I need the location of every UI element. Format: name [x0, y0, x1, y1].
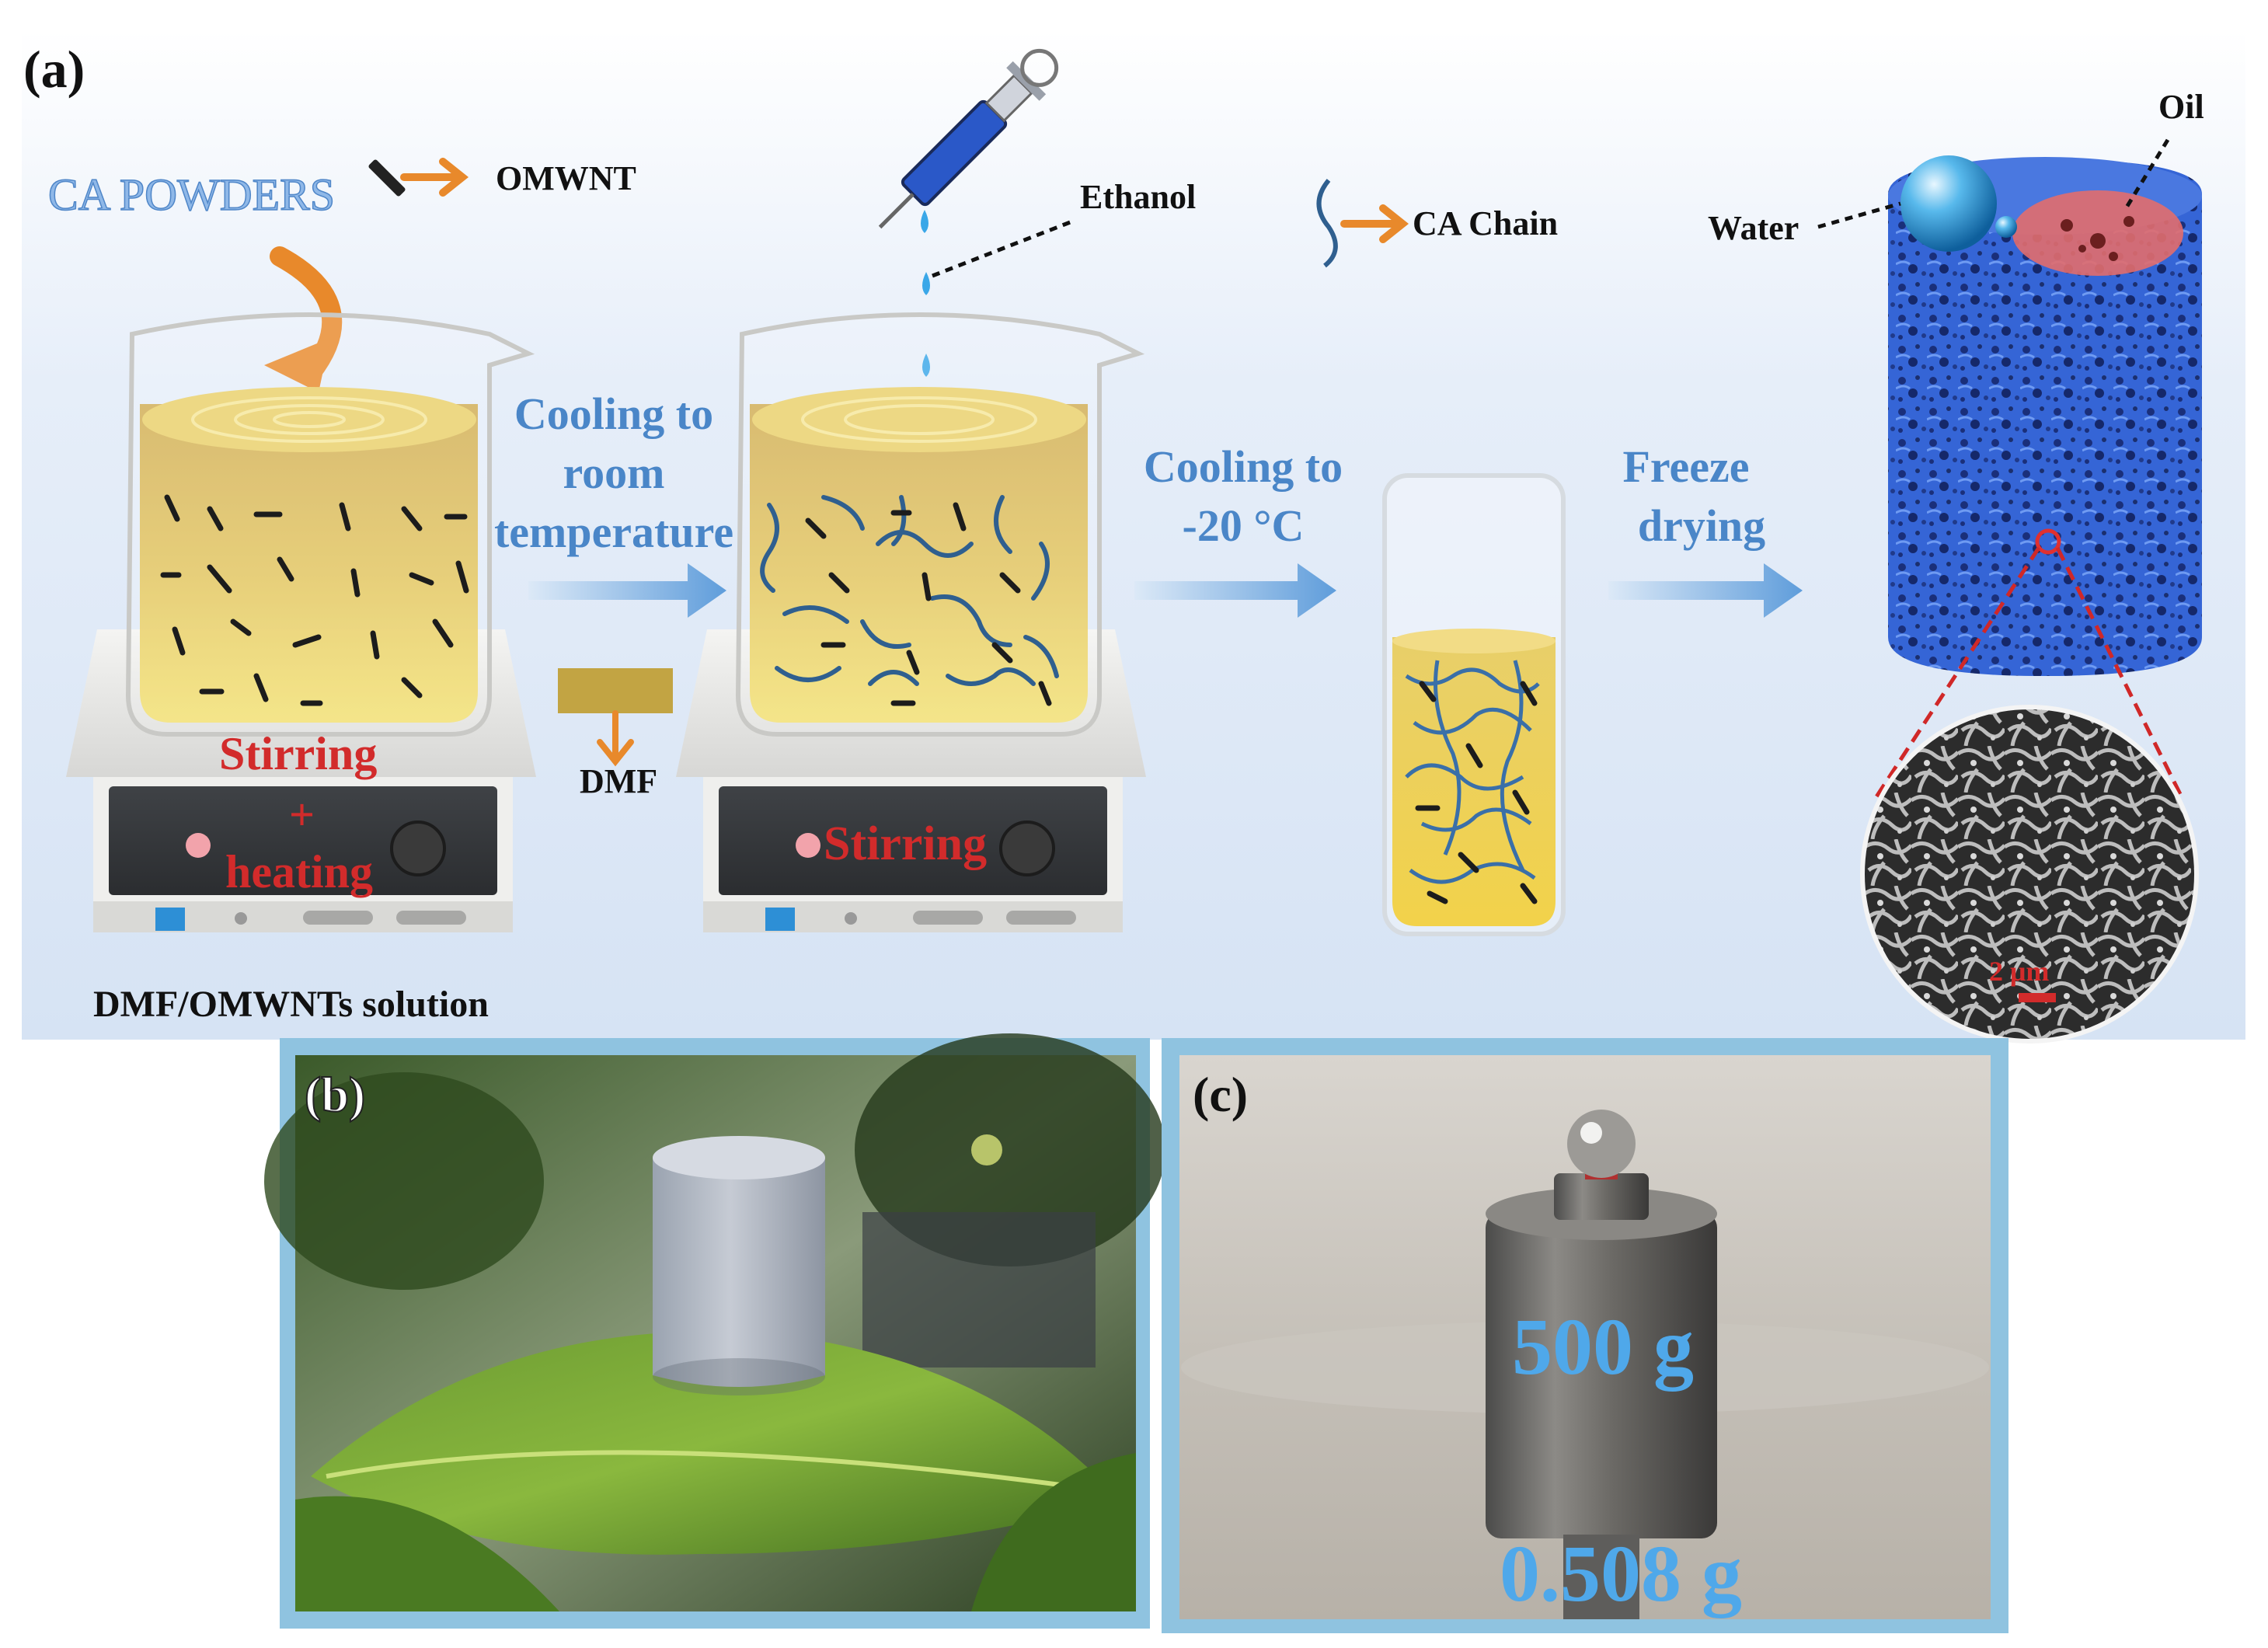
step1-arrow — [528, 563, 726, 618]
power-button-2[interactable] — [765, 908, 795, 931]
scale-bar — [2019, 993, 2056, 1002]
syringe-icon — [878, 48, 1059, 229]
ca-chain-icon — [1316, 179, 1338, 268]
weight-label: 500 g — [1512, 1302, 1694, 1392]
plus-label: + — [289, 789, 315, 840]
dmf-label: DMF — [580, 762, 657, 800]
zoom-line-right — [2055, 546, 2186, 802]
weight-500g — [1486, 1110, 1717, 1538]
dmf-arrow — [597, 710, 634, 767]
step1-line3: temperature — [494, 507, 733, 557]
aerogel-sample — [653, 1136, 825, 1395]
panel-c: 500 g 0.508 g (c) — [1162, 1038, 2008, 1633]
network-in-tube — [1405, 660, 1540, 884]
step3-arrow — [1608, 563, 1803, 618]
aerogel-support — [1563, 1535, 1639, 1619]
beaker-1 — [125, 312, 535, 737]
scale-bar-label: 2 μm — [1989, 956, 2049, 987]
aerogel-cylinder — [1888, 155, 2202, 676]
stirrer-knob[interactable] — [390, 821, 446, 876]
ethanol-drop-3 — [922, 354, 930, 377]
beaker-2 — [735, 312, 1145, 737]
solution-label: DMF/OMWNTs solution — [93, 984, 489, 1025]
heating-label: heating — [225, 846, 373, 897]
step1-line1: Cooling to — [514, 388, 713, 439]
water-label: Water — [1708, 209, 1799, 247]
zoom-line-left — [1872, 546, 2041, 802]
beaker-1-liquid — [140, 404, 478, 723]
arrow-right-icon — [400, 158, 469, 197]
panel-b-label: (b) — [305, 1067, 365, 1122]
slot-1 — [303, 911, 373, 925]
stirring-label: Stirring — [219, 728, 377, 779]
omwnt-icon — [368, 159, 406, 197]
ca-chains-2 — [760, 495, 1059, 686]
dmf-block — [558, 668, 673, 713]
ethanol-drop-2 — [922, 272, 930, 295]
sample-mass-label: 0.508 g — [1500, 1529, 1742, 1618]
leaf-bottom — [295, 1496, 559, 1611]
step1-line2: room — [563, 448, 664, 498]
ethanol-leader — [932, 219, 1073, 278]
water-droplet — [1900, 155, 1997, 252]
power-button[interactable] — [155, 908, 185, 931]
indicator-light-2 — [796, 833, 820, 858]
slot-2 — [396, 911, 466, 925]
step2-line2: -20 °C — [1183, 500, 1305, 551]
oil-label: Oil — [2158, 88, 2204, 126]
beaker-1-glass — [125, 312, 535, 737]
curved-arrow-head — [264, 338, 330, 392]
indicator-light — [186, 833, 211, 858]
sem-image — [1860, 705, 2199, 1044]
stirring2-label: Stirring — [824, 817, 987, 870]
step3-line2: drying — [1638, 500, 1765, 551]
step3-line1: Freeze — [1622, 441, 1749, 492]
test-tube — [1382, 473, 1566, 936]
leaf-right — [971, 1453, 1136, 1611]
omwnt-particles-2 — [805, 502, 1052, 706]
leaf-large — [311, 1331, 1119, 1555]
legend-omwnt: OMWNT — [496, 159, 636, 197]
omwnt-particles-1 — [160, 494, 469, 706]
stirrer-knob-2[interactable] — [999, 821, 1055, 876]
ethanol-drop-1 — [921, 210, 928, 233]
small-light — [235, 912, 247, 925]
legend-ca-chain: CA Chain — [1413, 204, 1558, 242]
step2-line1: Cooling to — [1144, 441, 1343, 492]
panel-a-label: (a) — [23, 40, 85, 99]
arrow-right-icon-2 — [1340, 204, 1409, 243]
ethanol-label: Ethanol — [1080, 178, 1196, 216]
water-leader — [1817, 201, 1901, 229]
panel-b: (b) — [264, 1033, 1165, 1629]
panel-c-label: (c) — [1193, 1067, 1248, 1122]
step2-arrow — [1134, 563, 1336, 618]
ca-powders-label: CA POWDERS — [48, 169, 335, 220]
panel-a: (a) OMWNT CA POWDERS — [22, 30, 2245, 1044]
